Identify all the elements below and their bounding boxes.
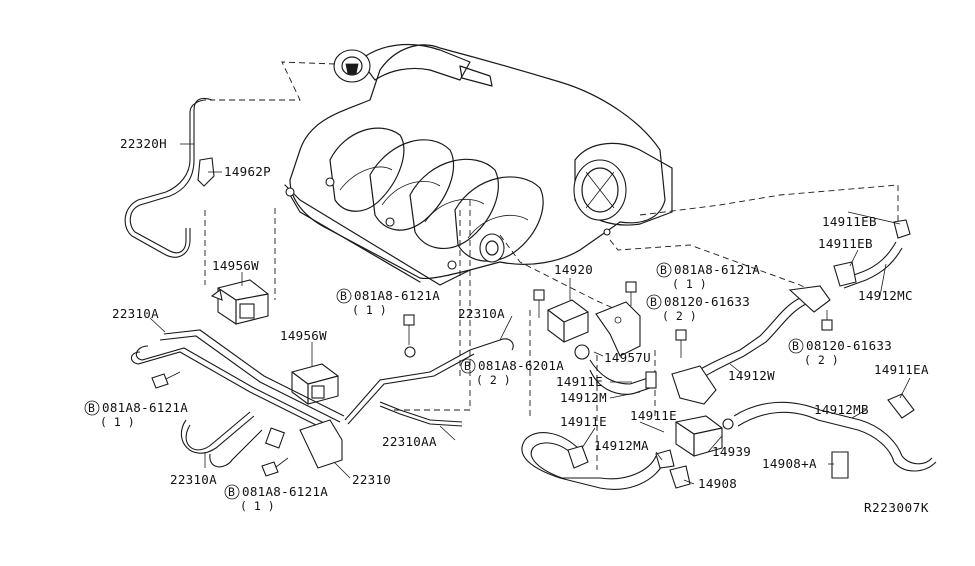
label-14911E-2: 14911E [560,414,607,429]
label-14962P: 14962P [224,164,271,179]
bolt-b5-qty: ( 2 ) [476,373,511,387]
bolt-symbol: B [650,295,657,309]
bolt-b1-part: 081A8-6121A [102,400,188,415]
bolt-b5 [533,289,545,318]
bolt-callout-b2: B 081A8-6121A ( 1 ) [656,262,760,291]
bolt-b5-part: 081A8-6201A [478,358,564,373]
hose-14912MC [833,219,911,289]
label-22310A-bottom: 22310A [170,472,217,487]
label-22320H: 22320H [120,136,167,151]
bolt-symbol: B [464,359,471,373]
bolt-symbol: B [660,263,667,277]
label-14911EB-2: 14911EB [818,236,873,251]
bolt-callout-b4: B 081A8-6121A ( 1 ) [336,288,440,317]
label-14911EA: 14911EA [874,362,929,377]
bolt-b4 [403,314,416,358]
label-14956W-upper: 14956W [212,258,259,273]
valve-14920 [547,299,641,360]
bolt-callout-b6: B 08120-61633 ( 2 ) [646,294,750,323]
bolt-b7 [821,310,833,331]
solenoid-14956W-lower [291,363,339,405]
bolt-b6-part: 08120-61633 [664,294,750,309]
bolt-symbol: B [340,289,347,303]
label-14920: 14920 [554,262,593,277]
bolt-b4-part: 081A8-6121A [354,288,440,303]
label-14908-A: 14908+A [762,456,817,471]
label-14911EB-1: 14911EB [822,214,877,229]
callout-labels: 22320H 14962P 14956W 14956W 22310A 22310… [112,136,929,515]
label-22310AA: 22310AA [382,434,437,449]
hose-14912W [671,285,831,405]
bolt-symbol: B [792,339,799,353]
bolt-b4-qty: ( 1 ) [352,303,387,317]
valve-14939 [669,415,849,489]
bolt-b3-part: 081A8-6121A [242,484,328,499]
label-22310A-right: 22310A [458,306,505,321]
reference-code: R223007K [864,500,929,515]
vacuum-tube-22310A [130,329,514,469]
bolt-b3-qty: ( 1 ) [240,499,275,513]
bolt-callout-b3: B 081A8-6121A ( 1 ) [224,484,328,513]
bolt-b7-part: 08120-61633 [806,338,892,353]
label-14912M: 14912M [560,390,607,405]
bolt-b6 [675,329,687,358]
label-22310A-left: 22310A [112,306,159,321]
bolt-callout-b7: B 08120-61633 ( 2 ) [788,338,892,367]
label-14912MA: 14912MA [594,438,649,453]
intake-manifold [284,43,673,286]
bolt-b1 [151,371,181,389]
bolt-callouts: B 081A8-6121A ( 1 ) B 081A8-6121A ( 1 ) … [84,262,892,513]
label-14911E-1: 14911E [556,374,603,389]
bolt-symbol: B [228,485,235,499]
bolt-b1-qty: ( 1 ) [100,415,135,429]
bolt-b3 [261,457,289,477]
leader-lines [149,143,911,485]
bolt-hardware [151,281,833,477]
label-14912MB: 14912MB [814,402,869,417]
label-14939: 14939 [712,444,751,459]
bolt-b2-qty: ( 1 ) [672,277,707,291]
label-14956W-lower: 14956W [280,328,327,343]
hose-14912MB [733,393,937,472]
label-14911E-3: 14911E [630,408,677,423]
bolt-b6-qty: ( 2 ) [662,309,697,323]
hose-22320H [124,97,215,258]
bolt-symbol: B [88,401,95,415]
label-14912W: 14912W [728,368,775,383]
hose-14912MA [521,432,675,490]
label-22310: 22310 [352,472,391,487]
solenoid-14956W-upper [210,279,269,325]
bolt-callout-b1: B 081A8-6121A ( 1 ) [84,400,188,429]
label-14957U: 14957U [604,350,651,365]
label-14912MC: 14912MC [858,288,913,303]
bolt-b2-part: 081A8-6121A [674,262,760,277]
bolt-b2 [625,281,637,306]
bolt-b7-qty: ( 2 ) [804,353,839,367]
bolt-callout-b5: B 081A8-6201A ( 2 ) [460,358,564,387]
label-14908: 14908 [698,476,737,491]
dashed-guide-lines [204,61,899,470]
